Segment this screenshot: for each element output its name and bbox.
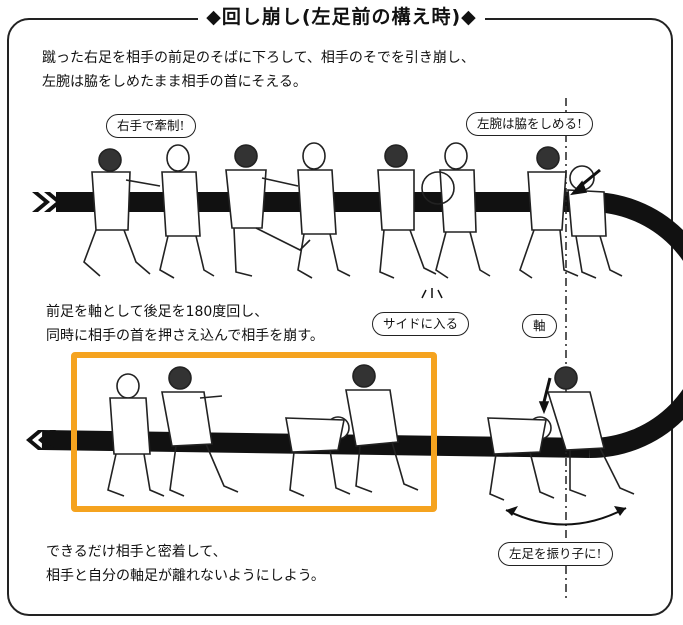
figure-pair-6	[107, 366, 239, 497]
swing-arrow	[505, 507, 627, 526]
figures-top	[83, 142, 623, 279]
bottom-line-1: できるだけ相手と密着して、	[46, 544, 227, 560]
bottom-text: できるだけ相手と密着して、 相手と自分の軸足が離れないようにしよう。	[46, 540, 325, 588]
bubble-left-arm: 左腕は脇をしめる!	[466, 112, 594, 136]
track-upper	[56, 192, 683, 458]
bubble-right-hand: 右手で牽制!	[106, 114, 196, 138]
middle-text: 前足を軸として後足を180度回し、 同時に相手の首を押さえ込んで相手を崩す。	[46, 300, 324, 348]
intro-line-1: 蹴った右足を相手の前足のそばに下ろして、相手のそでを引き崩し、	[42, 50, 475, 66]
highlight-box	[71, 352, 437, 512]
chevron-left-icon	[38, 430, 56, 450]
figure-pair-7	[285, 364, 419, 497]
figure-pair-4	[519, 146, 623, 279]
middle-line-2: 同時に相手の首を押さえ込んで相手を崩す。	[46, 328, 324, 344]
burst-icon	[421, 288, 443, 299]
bubble-left-leg: 左足を振り子に!	[498, 542, 613, 566]
figure-pair-5	[487, 366, 635, 501]
chevron-left-icon	[26, 430, 44, 450]
figure-pair-3	[377, 142, 491, 279]
figure-pair-2	[225, 142, 351, 279]
chevron-right-icon	[32, 192, 50, 212]
middle-line-1: 前足を軸として後足を180度回し、	[46, 304, 269, 320]
figure-pair-1	[83, 144, 215, 279]
page-title: ◆回し崩し(左足前の構え時)◆	[198, 4, 485, 30]
bottom-line-2: 相手と自分の軸足が離れないようにしよう。	[46, 568, 325, 584]
title-wrap: ◆回し崩し(左足前の構え時)◆	[0, 4, 683, 30]
figures-bottom	[107, 364, 635, 501]
bubble-axis: 軸	[522, 314, 557, 338]
intro-text: 蹴った右足を相手の前足のそばに下ろして、相手のそでを引き崩し、 左腕は脇をしめた…	[42, 46, 475, 94]
bubble-side: サイドに入る	[372, 312, 470, 336]
arrow-down	[542, 377, 552, 403]
intro-line-2: 左腕は脇をしめたまま相手の首にそえる。	[42, 74, 307, 90]
chevron-right-icon	[44, 192, 62, 212]
